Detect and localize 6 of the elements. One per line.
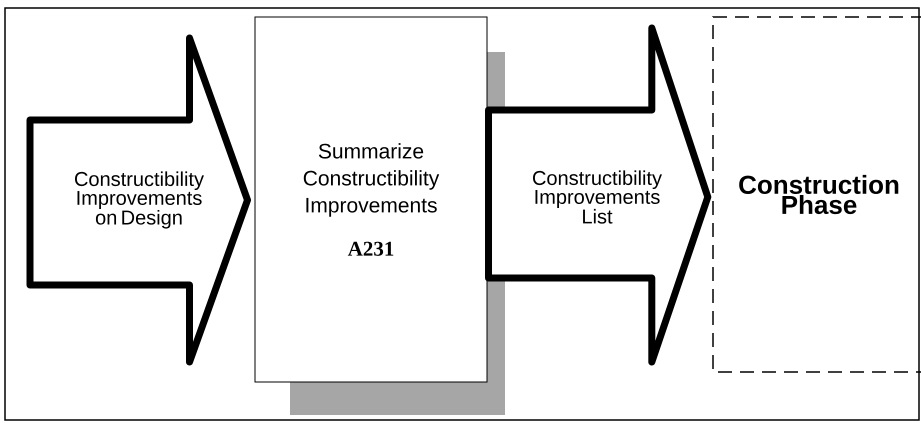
dashed-box: Construction Phase [712,16,921,373]
edge-label: Constructibility Improvements List [533,170,662,224]
edge-label: Constructibility Improvements on Design [75,171,204,229]
block-arrow [485,24,712,366]
block-arrow [26,34,251,366]
process-box: Summarize Constructibility Improvements A231 [254,16,488,382]
